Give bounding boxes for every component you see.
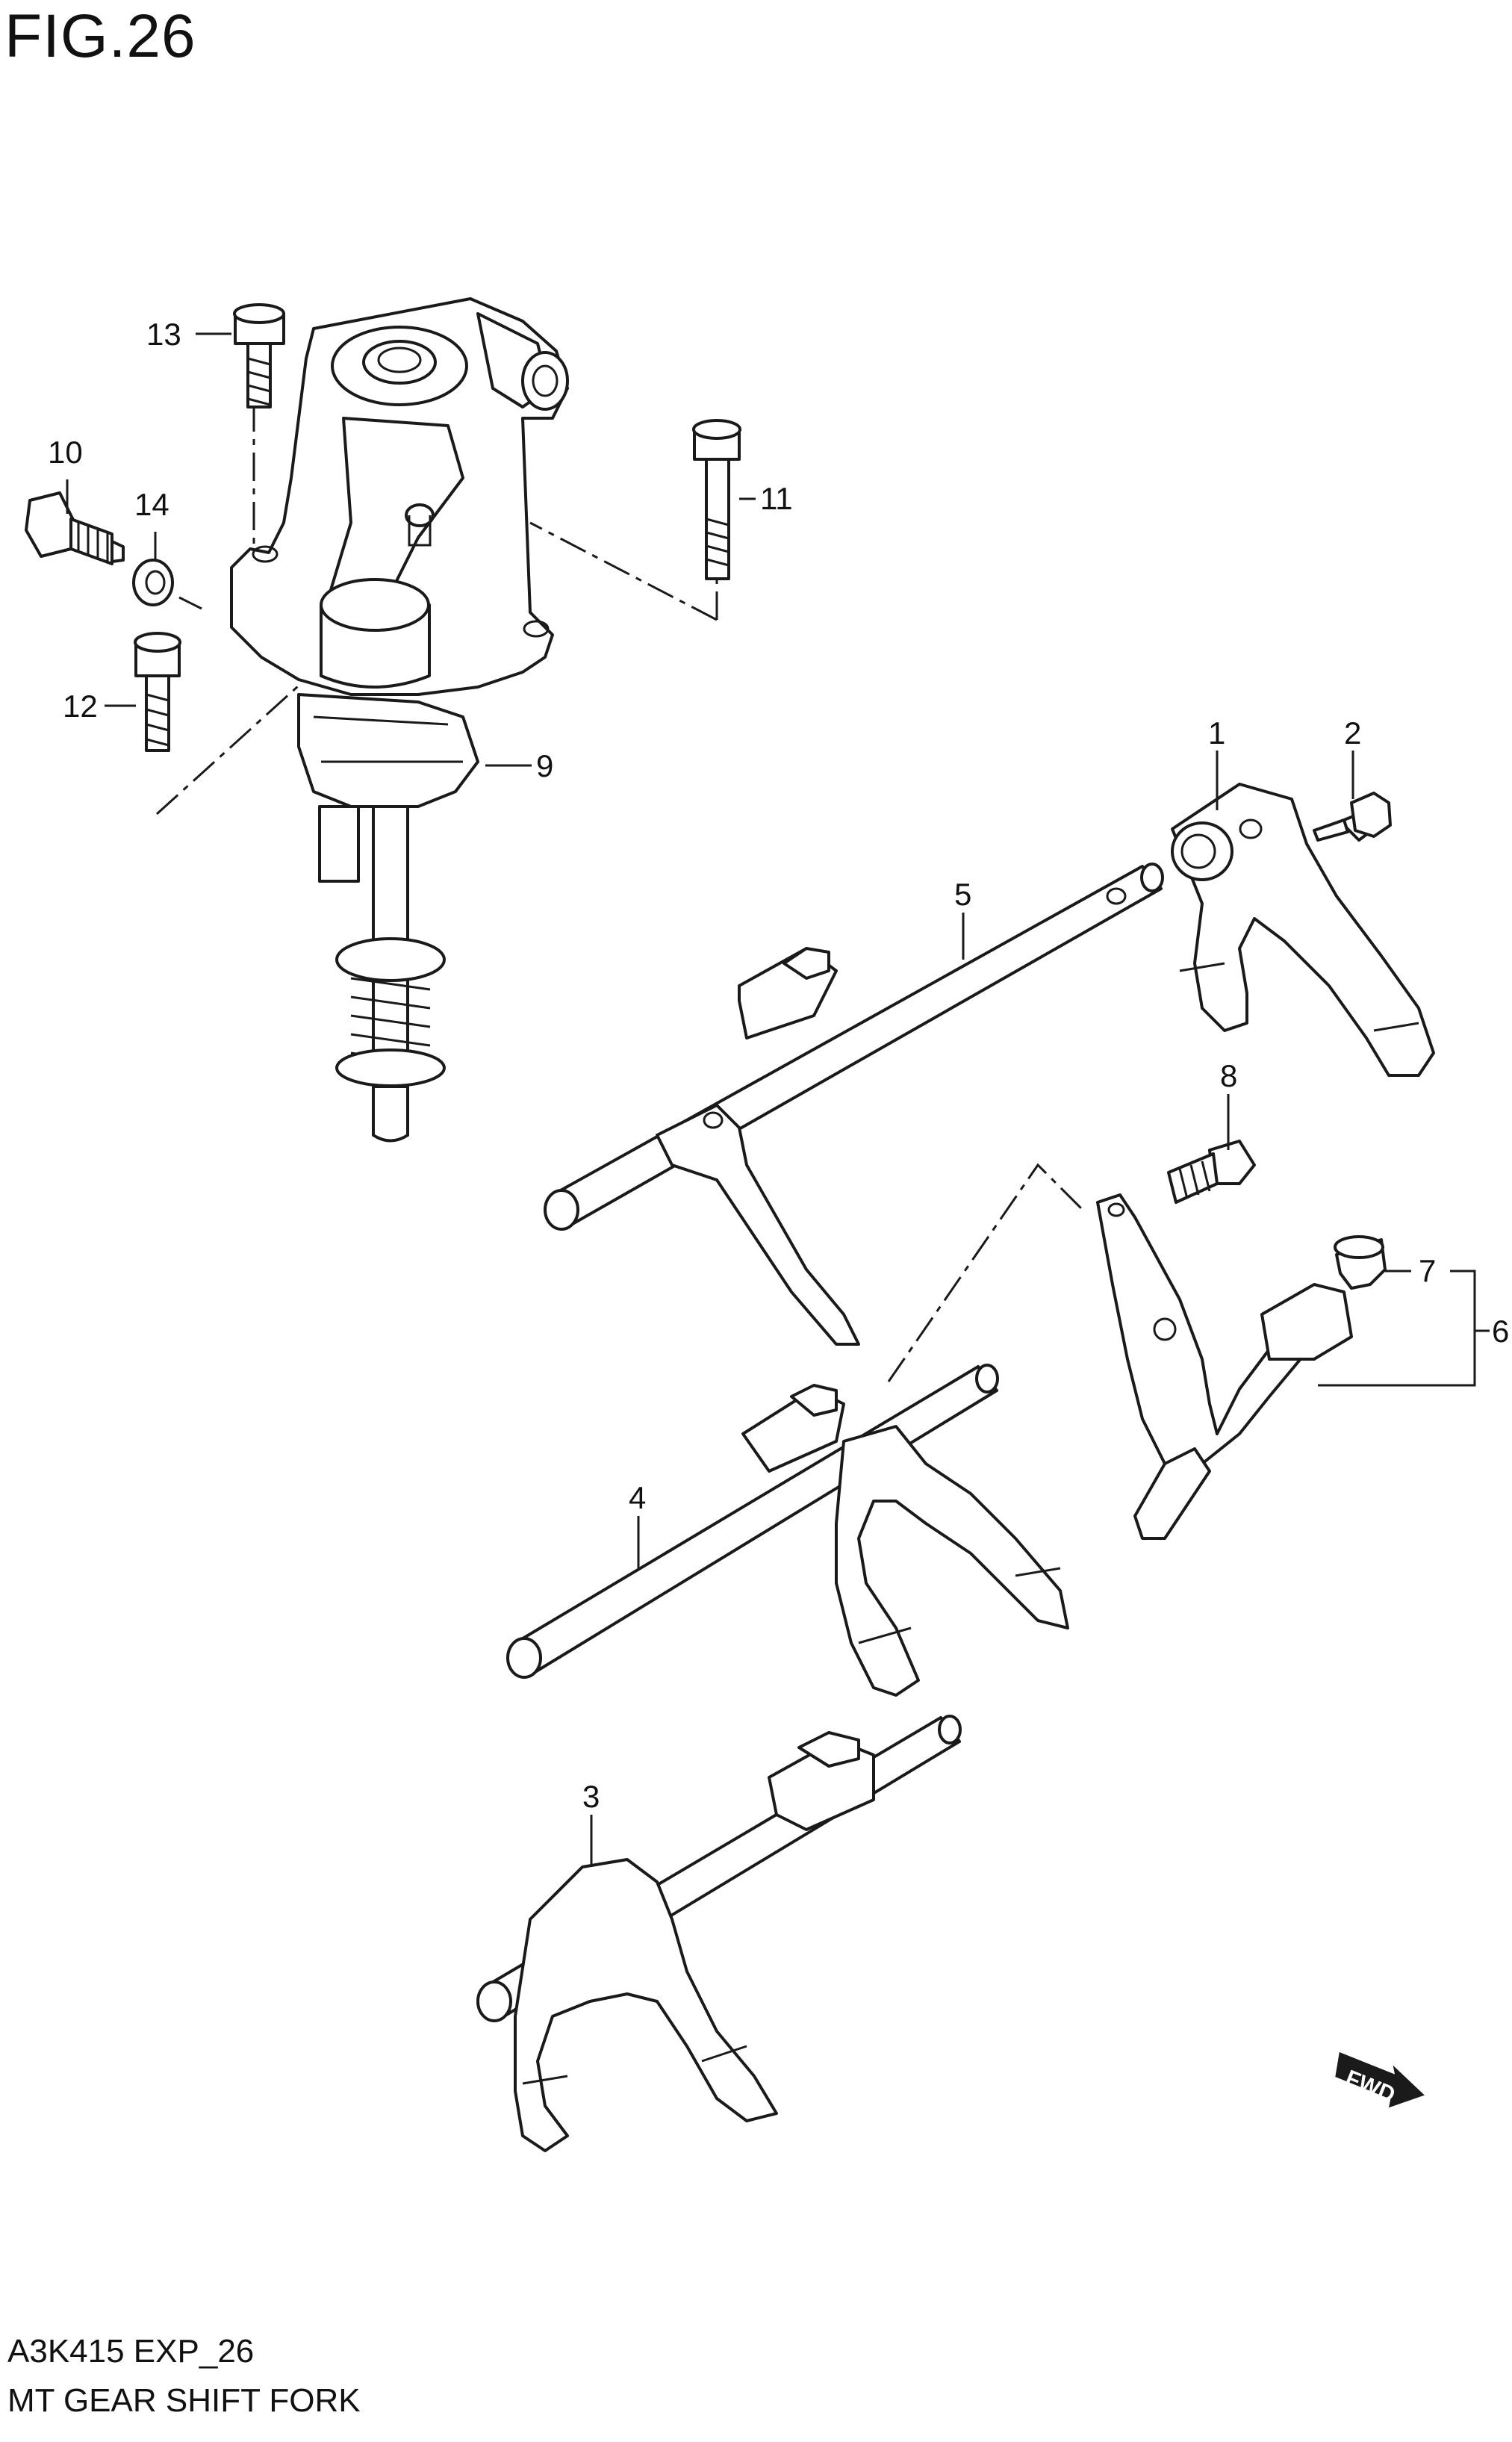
- shift-shoe-7: [1334, 1235, 1387, 1290]
- callout-7: 7: [1419, 1253, 1436, 1288]
- shift-shaft-4: [506, 1364, 1069, 1697]
- bolt-8: [1167, 1140, 1256, 1204]
- callout-8: 8: [1220, 1058, 1237, 1093]
- callout-12: 12: [63, 689, 98, 724]
- callout-3: 3: [582, 1779, 600, 1814]
- callout-labels: 13 10 14 11 12 9 1 2 5 8 7 6 4 3: [48, 317, 1509, 1814]
- figure-title: FIG.26: [4, 2, 196, 70]
- bolt-10: [25, 491, 125, 565]
- shift-control-assembly: [230, 297, 569, 1143]
- figure-name: MT GEAR SHIFT FORK: [7, 2382, 361, 2419]
- callout-9: 9: [536, 748, 553, 783]
- callout-6: 6: [1492, 1314, 1509, 1349]
- shift-fork-1: [1171, 783, 1435, 1077]
- shift-shaft-5: [544, 863, 1164, 1346]
- callout-2: 2: [1344, 715, 1361, 751]
- washer-14: [132, 559, 174, 606]
- callout-14: 14: [134, 487, 169, 522]
- callout-leaders: [66, 332, 1490, 1867]
- bolt-2: [1313, 792, 1392, 842]
- callout-5: 5: [954, 877, 971, 912]
- shift-shaft-3: [476, 1715, 962, 2152]
- bolt-13: [233, 303, 285, 408]
- model-code: A3K415 EXP_26: [7, 2333, 255, 2370]
- bolt-12: [134, 632, 181, 752]
- callout-13: 13: [146, 317, 181, 352]
- callout-4: 4: [629, 1480, 646, 1515]
- callout-11: 11: [760, 481, 793, 516]
- bolt-11: [692, 419, 741, 580]
- callout-1: 1: [1208, 715, 1225, 751]
- shift-fork-6: [1096, 1193, 1353, 1540]
- return-spring: [335, 937, 446, 1087]
- callout-10: 10: [48, 435, 83, 470]
- fwd-arrow-icon: FWD: [1335, 2051, 1425, 2108]
